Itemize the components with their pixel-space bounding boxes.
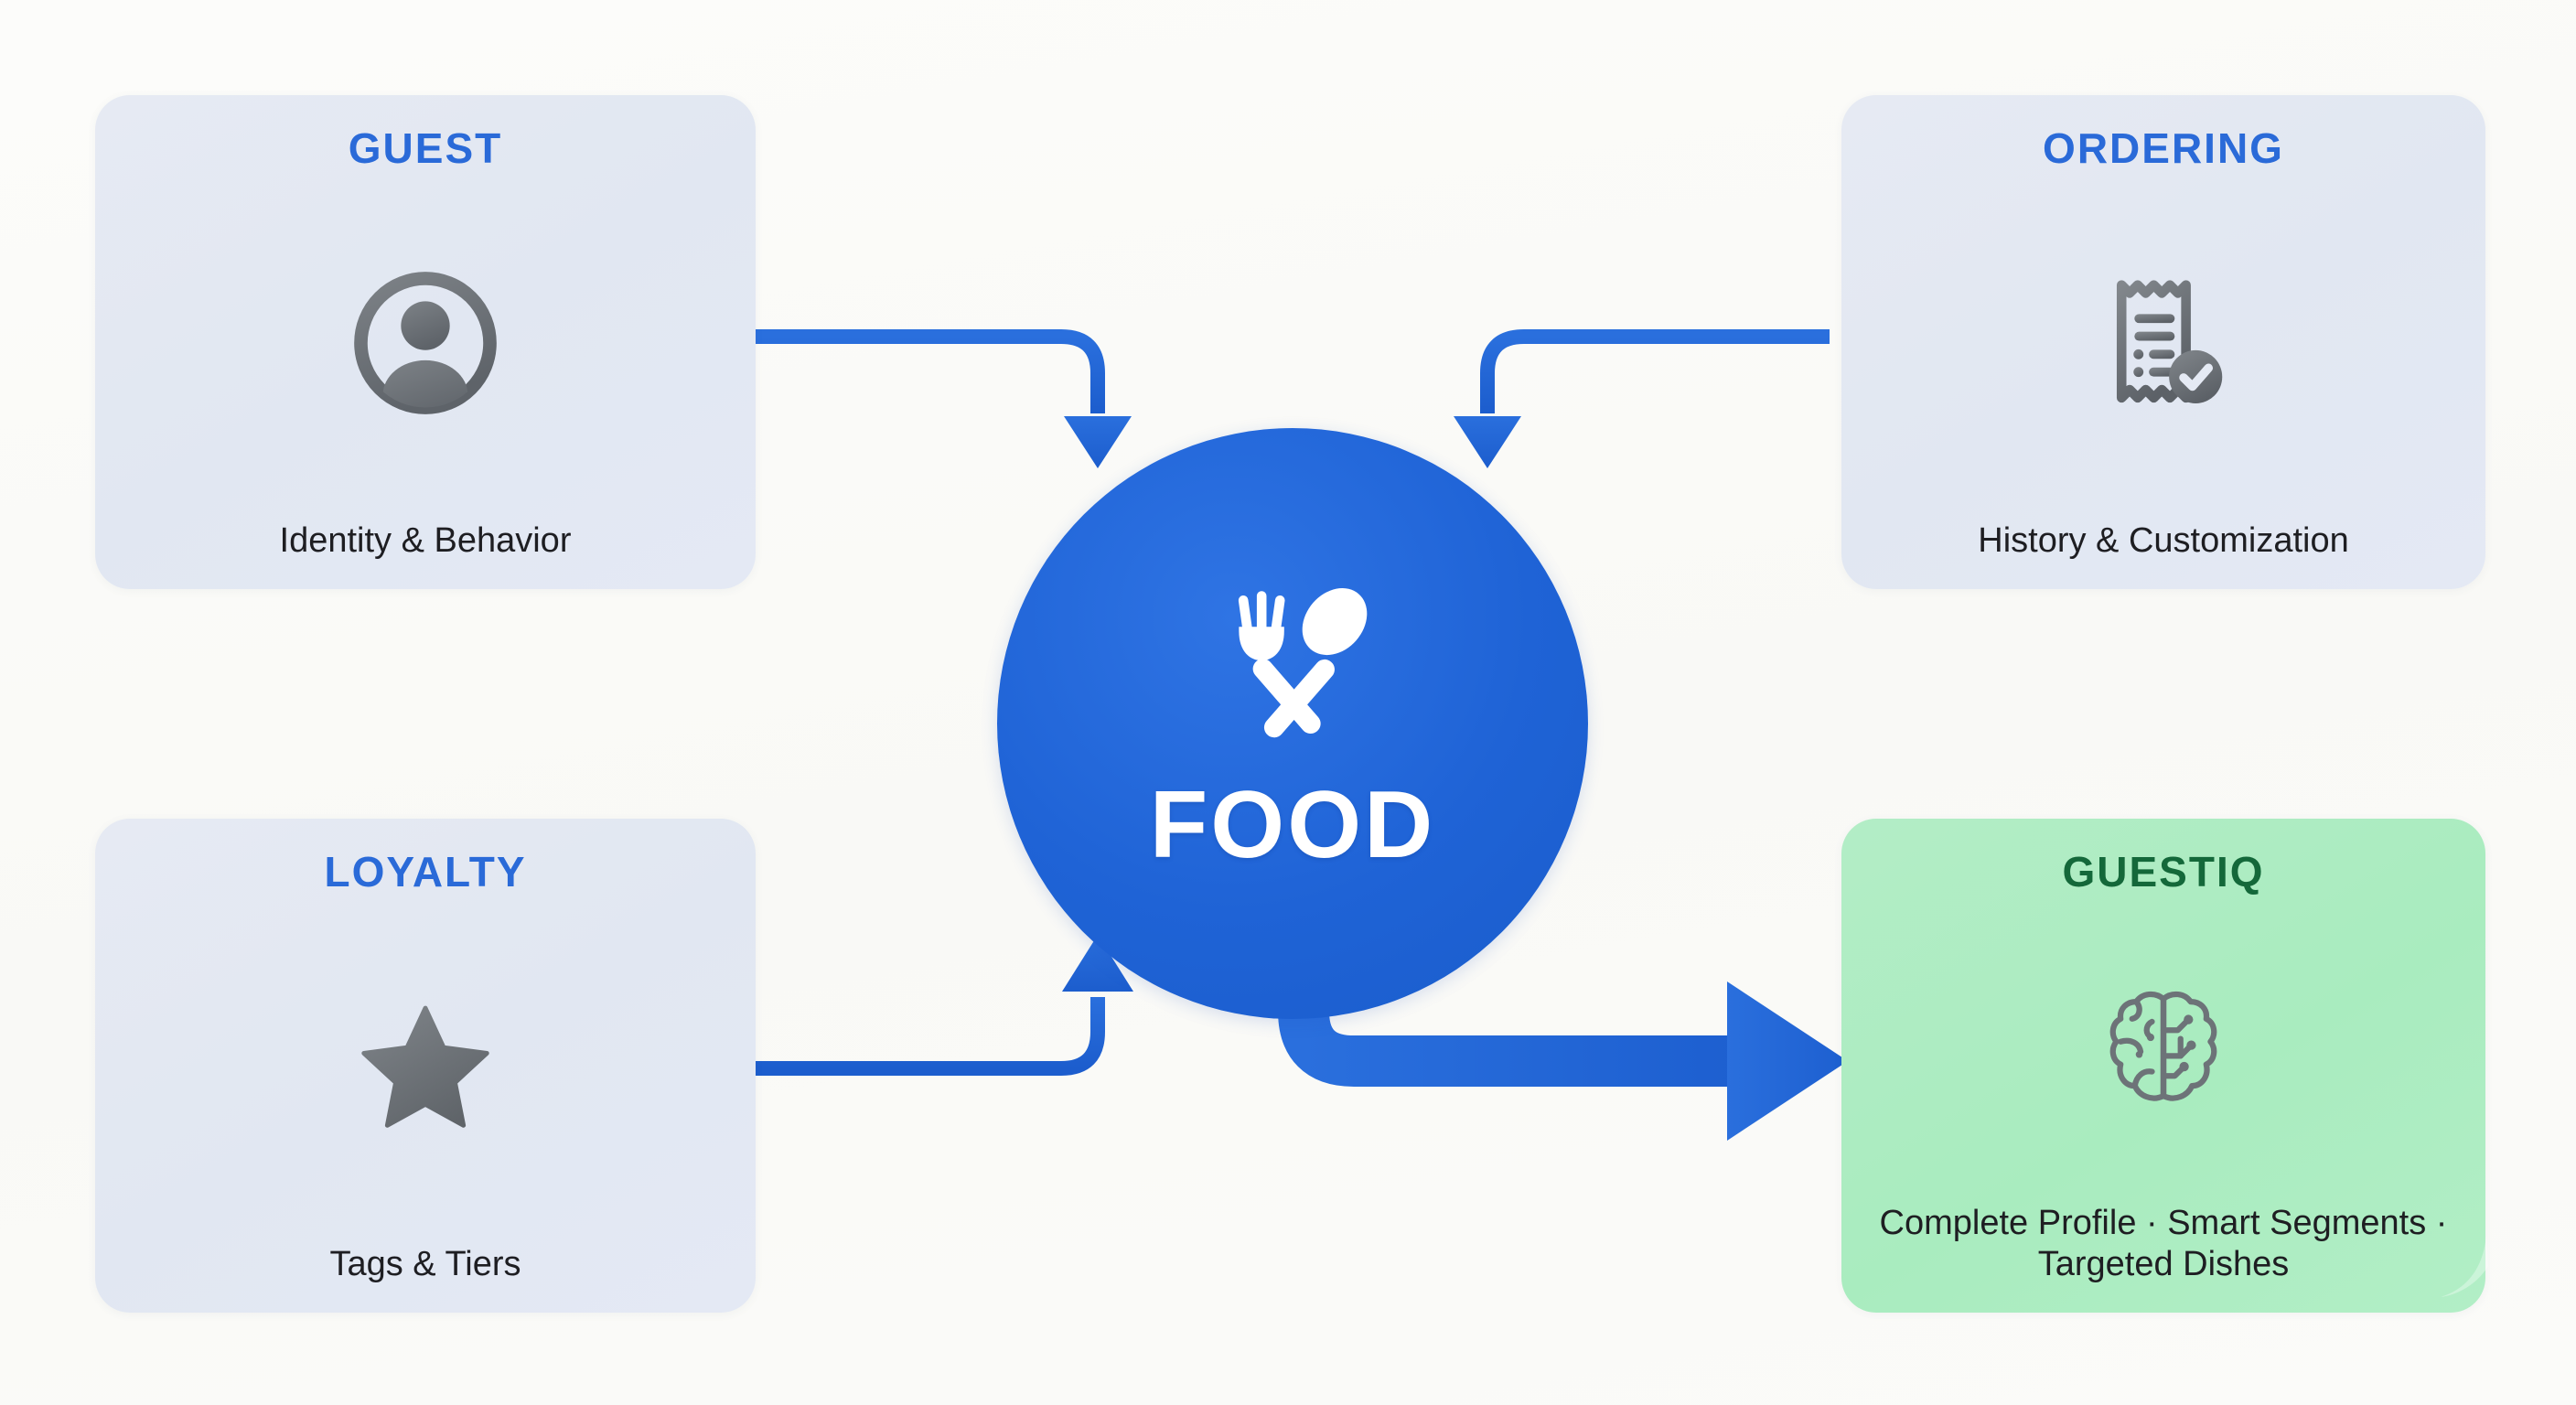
card-guest-title: GUEST [348,124,503,172]
card-guestiq[interactable]: GUESTIQ [1841,819,2485,1313]
brain-circuit-icon [2092,894,2235,1203]
card-ordering[interactable]: ORDERING [1841,95,2485,589]
connector-loyalty-to-food [756,935,1133,1076]
card-guest-caption: Identity & Behavior [279,521,572,561]
star-icon [350,894,500,1244]
user-avatar-icon [347,170,504,520]
connector-ordering-to-food [1454,329,1830,468]
central-hub-food[interactable]: FOOD [997,428,1588,1019]
card-ordering-caption: History & Customization [1978,521,2349,561]
card-guestiq-caption: Complete Profile · Smart Segments · Targ… [1879,1204,2448,1284]
card-ordering-title: ORDERING [2043,124,2284,172]
card-guest[interactable]: GUEST Identity & Behavior [95,95,756,589]
card-loyalty-title: LOYALTY [324,848,527,896]
hub-label: FOOD [1149,772,1436,878]
card-guestiq-title: GUESTIQ [2062,848,2265,896]
fork-and-spoon-icon [1187,562,1398,772]
card-loyalty[interactable]: LOYALTY Tags & Tiers [95,819,756,1313]
receipt-check-icon [2083,170,2244,520]
connector-guest-to-food [756,329,1132,468]
card-loyalty-caption: Tags & Tiers [329,1245,521,1284]
